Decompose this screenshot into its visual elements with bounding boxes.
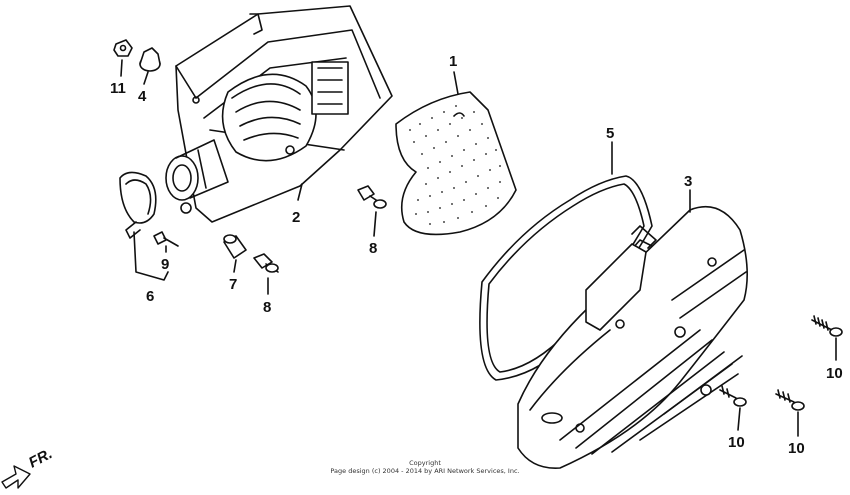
callout-10-lower: 10: [788, 440, 805, 457]
bolt-8-lower[interactable]: [253, 253, 279, 273]
callout-11: 11: [110, 80, 126, 97]
air-cleaner-case[interactable]: [165, 5, 393, 223]
leader-6: [133, 231, 169, 281]
foam-texture: [409, 105, 501, 225]
clamp-band[interactable]: [119, 171, 157, 239]
nut-11[interactable]: [113, 39, 133, 57]
screw-10-lower[interactable]: [775, 389, 805, 411]
callout-2: 2: [292, 209, 300, 226]
collar-7[interactable]: [223, 234, 247, 259]
callout-labels: 1 2 3 4 5 6 7 8 8 9 10 10 10 11 FR.: [26, 53, 843, 472]
callout-9: 9: [161, 256, 169, 273]
callout-3: 3: [684, 173, 692, 190]
callout-4: 4: [138, 88, 147, 105]
callout-8-upper: 8: [369, 240, 377, 257]
leader-8-upper: [373, 211, 377, 237]
leader-11: [120, 59, 123, 77]
screw-10-middle[interactable]: [719, 385, 747, 407]
callout-7: 7: [229, 276, 237, 293]
leader-2: [297, 183, 303, 201]
bolt-8-upper[interactable]: [357, 185, 387, 209]
seal-gasket[interactable]: [479, 175, 653, 381]
callout-6: 6: [146, 288, 154, 305]
callout-8-lower: 8: [263, 299, 271, 316]
screw-10-right[interactable]: [811, 315, 843, 337]
grommet-4[interactable]: [139, 47, 161, 72]
leader-1: [453, 71, 459, 95]
copyright-line-1: Copyright: [409, 459, 441, 467]
callout-1: 1: [449, 53, 457, 70]
screw-9[interactable]: [153, 231, 179, 247]
front-arrow-icon: [1, 465, 31, 489]
air-cleaner-cover[interactable]: [517, 206, 748, 469]
leader-4: [143, 71, 149, 85]
callout-5: 5: [606, 125, 614, 142]
callout-10-middle: 10: [728, 434, 745, 451]
copyright-line-2: Page design (c) 2004 - 2014 by ARI Netwo…: [330, 467, 520, 475]
callout-10-right: 10: [826, 365, 843, 382]
air-cleaner-element[interactable]: [395, 91, 517, 236]
leader-7: [233, 259, 237, 273]
leader-10-middle: [737, 407, 741, 431]
